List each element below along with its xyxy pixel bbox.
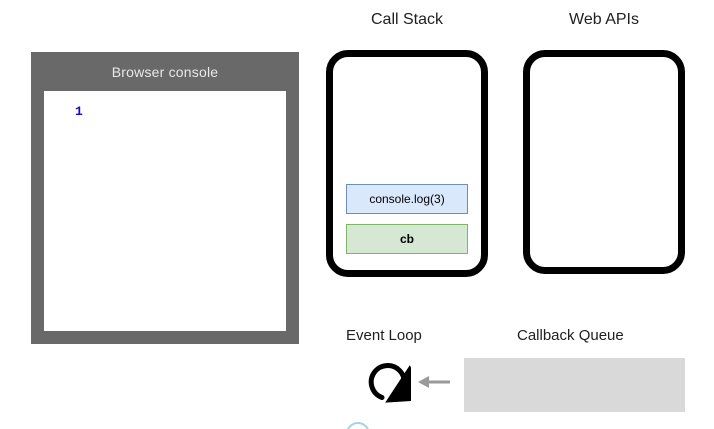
callback-queue-box — [464, 358, 685, 412]
call-stack-title: Call Stack — [370, 11, 444, 28]
call-stack-frames: console.log(3) cb — [333, 184, 481, 254]
call-stack-box: console.log(3) cb — [326, 50, 488, 277]
stack-frame-console-log: console.log(3) — [346, 184, 468, 214]
web-apis-title: Web APIs — [569, 11, 639, 28]
console-log-line: 1 — [75, 104, 83, 119]
browser-console-title: Browser console — [111, 63, 219, 80]
stack-frame-cb: cb — [346, 224, 468, 254]
browser-console-window: Browser console 1 — [31, 52, 299, 344]
event-loop-title: Event Loop — [346, 327, 422, 344]
browser-console-output: 1 — [44, 91, 286, 331]
web-apis-box — [523, 50, 685, 274]
partial-circle-decoration — [346, 422, 370, 429]
callback-queue-title: Callback Queue — [517, 327, 624, 344]
left-arrow-icon — [418, 376, 450, 388]
circular-arrow-icon — [368, 363, 411, 403]
